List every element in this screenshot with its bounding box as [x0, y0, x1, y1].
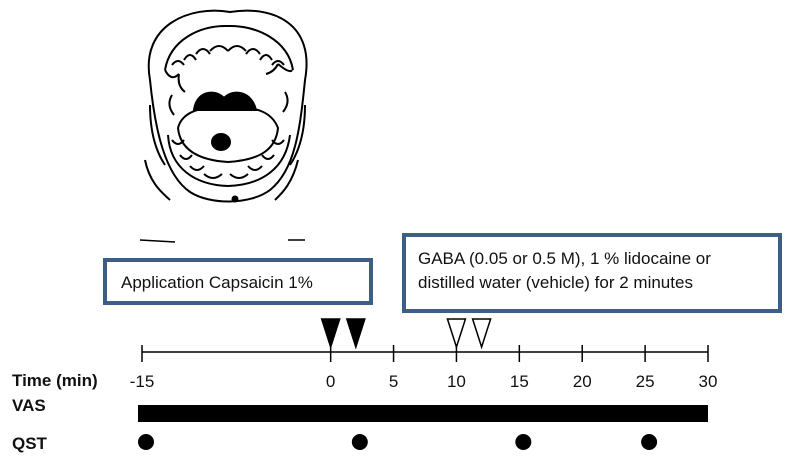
time-tick-label: 15: [509, 372, 529, 391]
capsaicin-label: Application Capsaicin 1%: [121, 273, 313, 292]
treatment-marker: [471, 318, 492, 350]
time-tick-label: 30: [698, 372, 718, 391]
time-tick-label: -15: [129, 372, 155, 391]
time-tick-label: 10: [446, 372, 466, 391]
time-row-label: Time (min): [12, 371, 98, 390]
open-mouth-illustration: [139, 9, 308, 243]
time-tick-label: 5: [388, 372, 399, 391]
qst-point: [138, 434, 154, 450]
treatment-label-line1: GABA (0.05 or 0.5 M), 1 % lidocaine or: [418, 249, 711, 268]
qst-point: [515, 434, 532, 450]
treatment-box: GABA (0.05 or 0.5 M), 1 % lidocaine or d…: [402, 233, 782, 313]
capsaicin-marker: [345, 318, 366, 350]
qst-point: [641, 434, 658, 450]
time-axis-ticks: [141, 345, 709, 362]
qst-row-label: QST: [12, 434, 47, 453]
qst-points: [138, 434, 658, 450]
time-tick-label: 0: [325, 372, 336, 391]
capsaicin-marker: [320, 318, 341, 350]
capsaicin-box: Application Capsaicin 1%: [103, 258, 373, 305]
event-markers: [320, 318, 492, 350]
qst-point: [351, 434, 368, 450]
vas-bar: [138, 405, 708, 422]
time-tick-label: 20: [572, 372, 592, 391]
treatment-marker: [446, 318, 467, 350]
treatment-label-line2: distilled water (vehicle) for 2 minutes: [418, 273, 693, 292]
vas-row-label: VAS: [12, 396, 46, 415]
time-tick-label: 25: [635, 372, 655, 391]
